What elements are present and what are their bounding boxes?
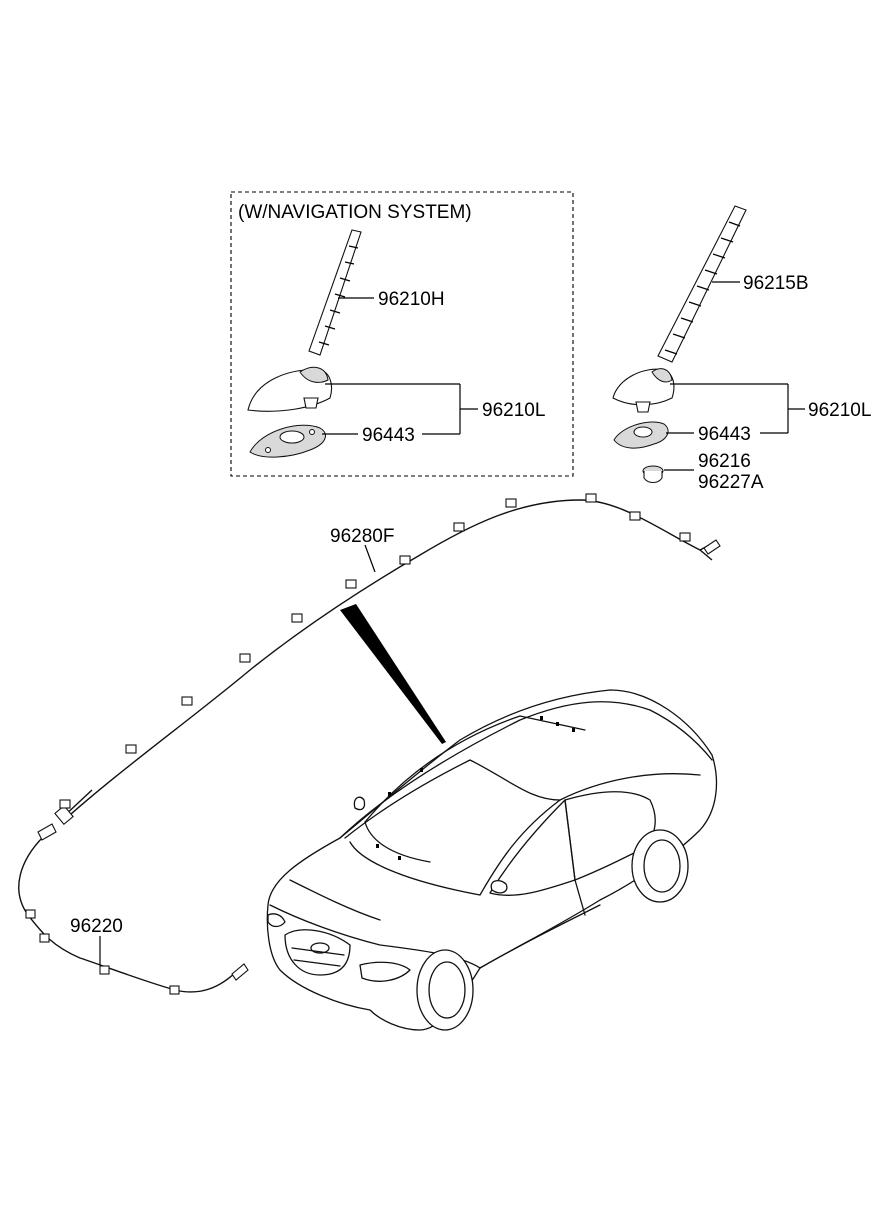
location-pointer (340, 604, 446, 744)
car-drawing (266, 689, 718, 1031)
standard-antenna-group: 96215B 96210L 96443 96216 96227A (612, 205, 871, 493)
label-96215B: 96215B (743, 273, 809, 294)
label-96227A: 96227A (698, 472, 764, 493)
gasket-drawing (613, 421, 669, 449)
label-96220: 96220 (70, 916, 123, 937)
label-96280F: 96280F (330, 526, 394, 547)
navigation-box-title: (W/NAVIGATION SYSTEM) (238, 202, 472, 223)
leader-96280F (364, 544, 376, 573)
roof-cable-drawing (54, 493, 721, 825)
nut-drawing (642, 465, 664, 484)
label-96210L: 96210L (808, 400, 871, 421)
label-96210H: 96210H (378, 289, 445, 310)
antenna-rod-drawing (657, 205, 747, 363)
nav-antenna-base-drawing (247, 366, 333, 412)
label-96216: 96216 (698, 451, 751, 472)
nav-antenna-rod-drawing (308, 229, 362, 356)
feeder-cable-drawing (18, 823, 249, 995)
navigation-system-group: (W/NAVIGATION SYSTEM) 96210H (230, 191, 574, 477)
navigation-box-frame (230, 191, 574, 477)
label-96443: 96443 (698, 424, 751, 445)
label-nav-96210L: 96210L (482, 400, 545, 421)
nav-gasket-drawing (249, 424, 326, 458)
antenna-base-drawing (612, 368, 675, 413)
label-nav-96443: 96443 (362, 425, 415, 446)
